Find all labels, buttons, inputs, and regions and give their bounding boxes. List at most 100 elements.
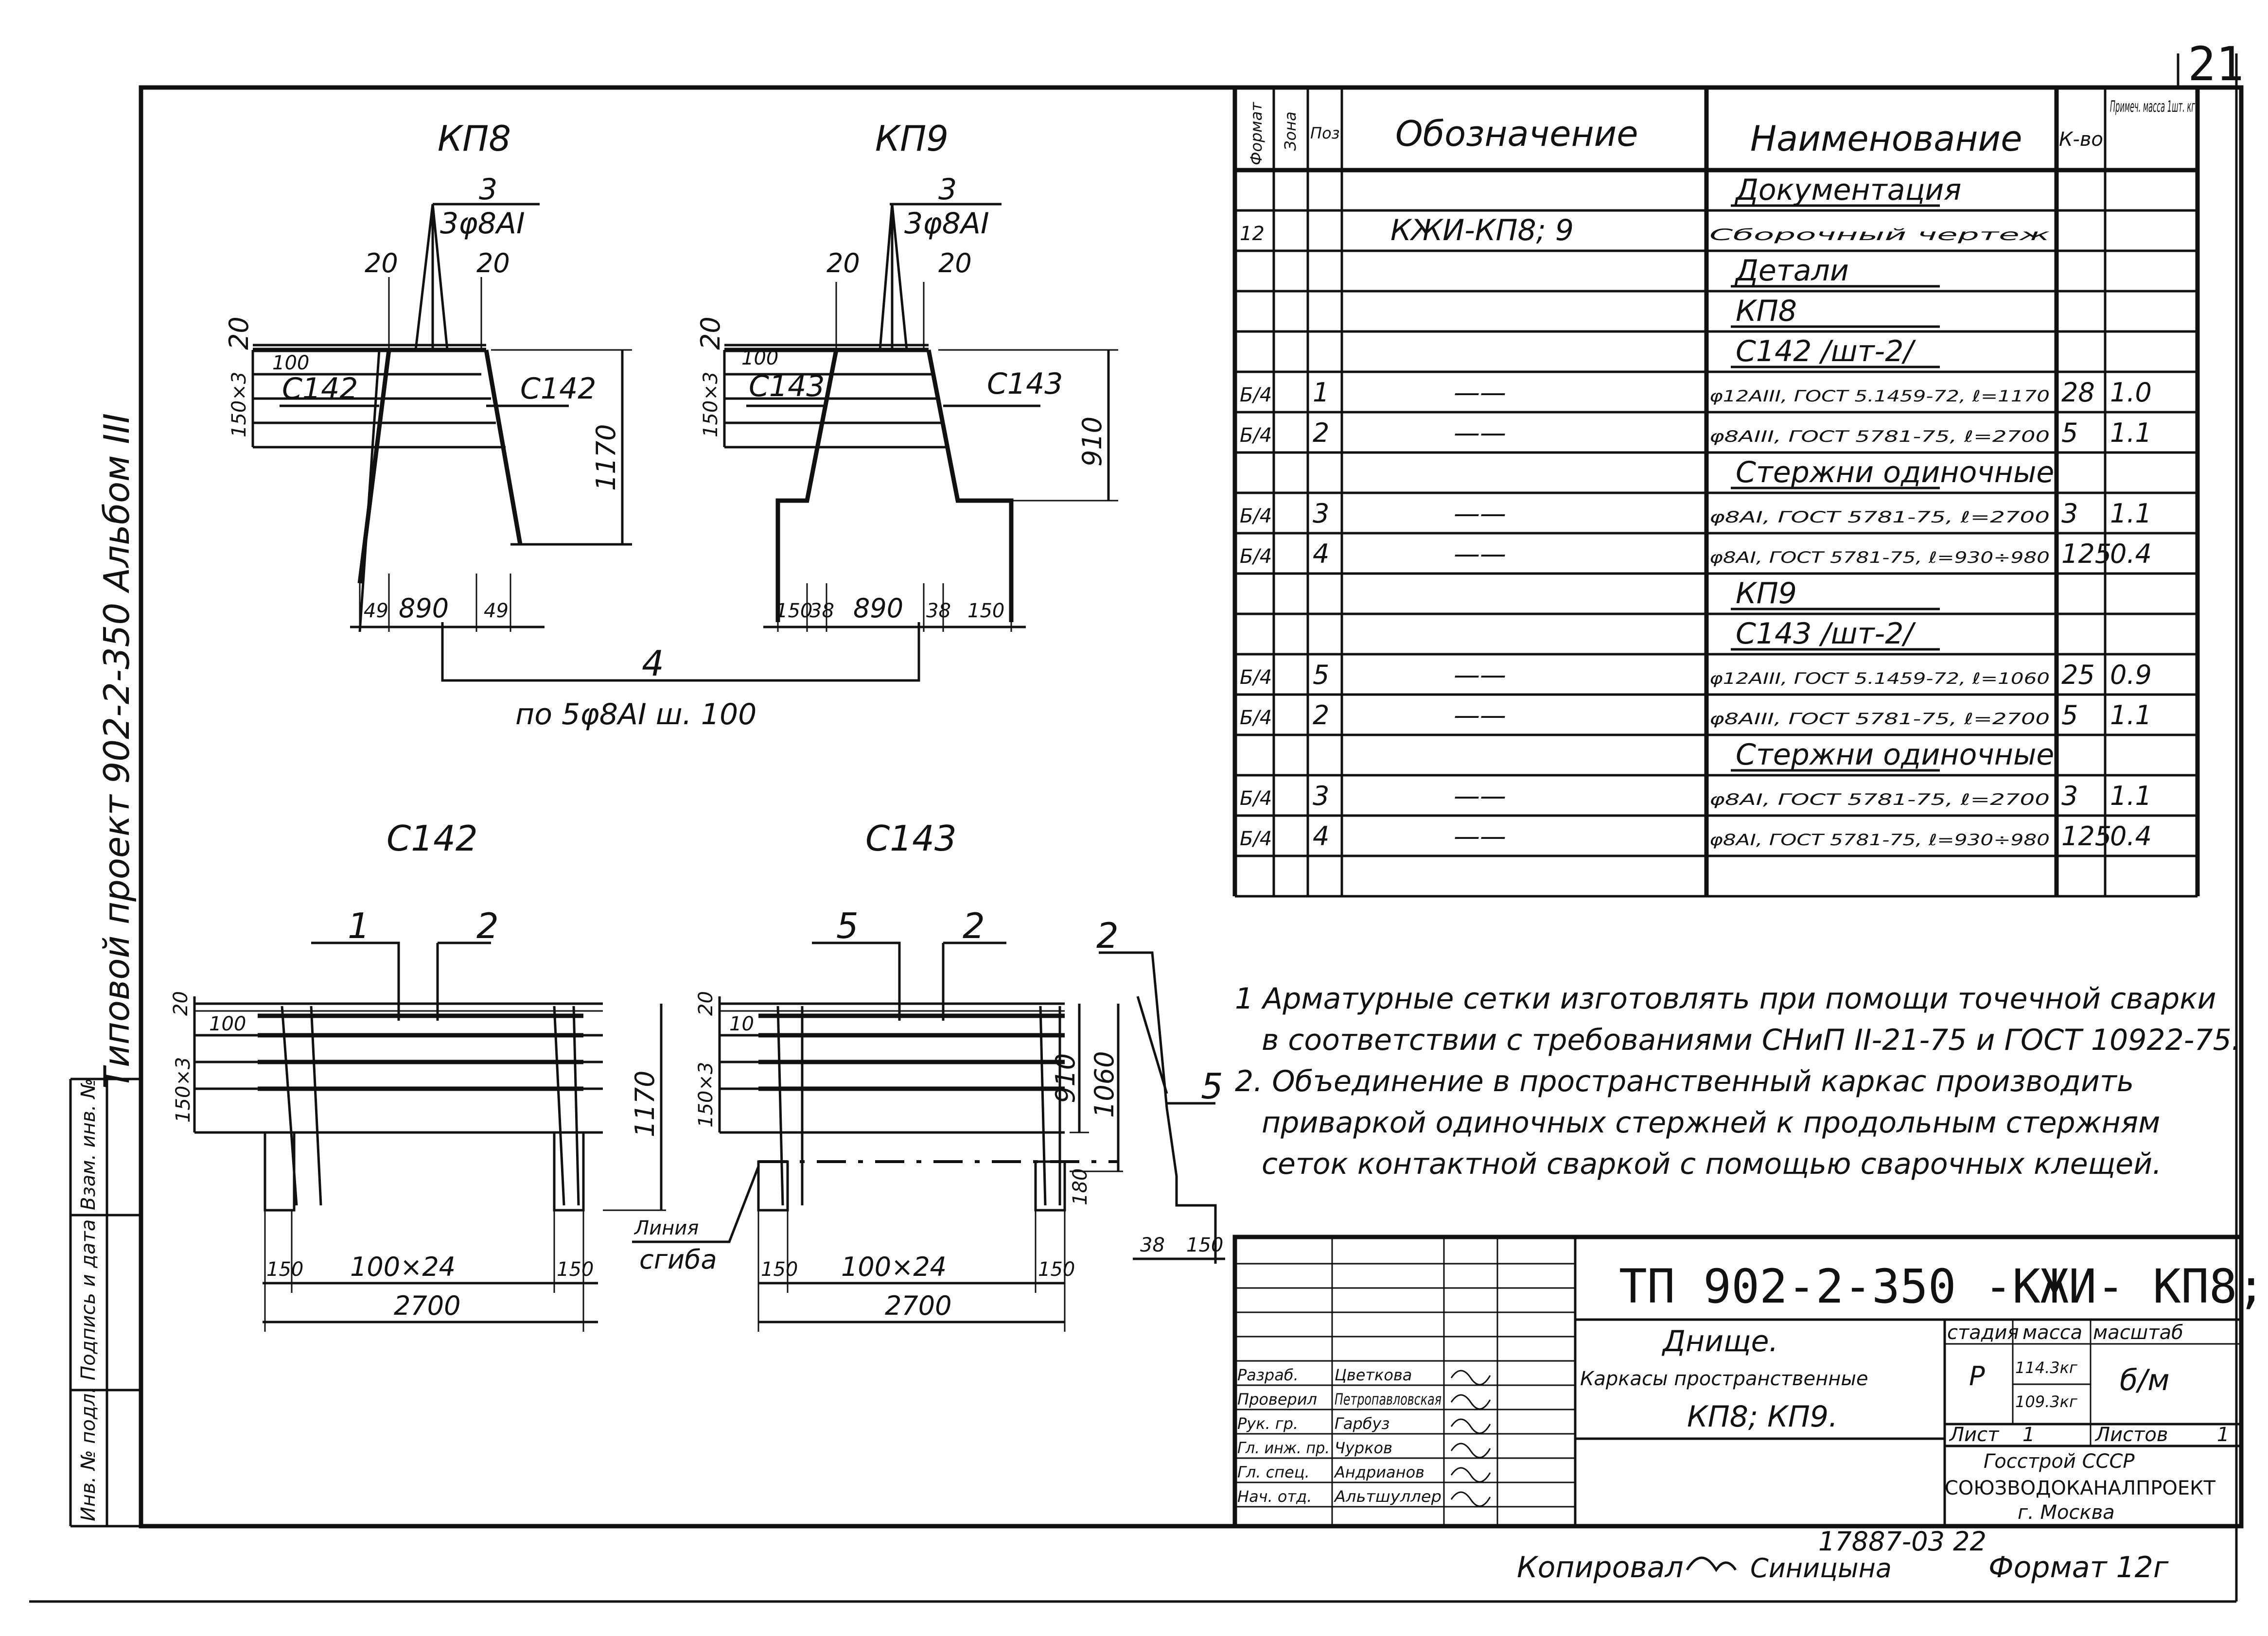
c142-dim-100: 100	[209, 1013, 246, 1035]
note-line-1: 1 Арматурные сетки изготовлять при помощ…	[1235, 982, 2216, 1016]
table-cell-name: Документация	[1734, 173, 1961, 207]
table-cell-qty: 28	[2061, 377, 2095, 408]
table-cell-designation: ——	[1454, 781, 1506, 811]
table-cell-format: Б/4	[1240, 707, 1272, 729]
table-cell-qty: 5	[2061, 418, 2078, 448]
sheet-value: 1	[2022, 1424, 2035, 1446]
title-name-1: Днище.	[1661, 1324, 1778, 1358]
mass-value-2: 109.3кг	[2015, 1392, 2077, 1411]
scale-label: масштаб	[2093, 1322, 2183, 1344]
title-name-2: Каркасы пространственные	[1580, 1368, 1868, 1390]
c143-pos5b: 5	[1201, 1066, 1223, 1107]
table-cell-note: 0.9	[2110, 660, 2152, 690]
person-name: Петропавловская	[1335, 1390, 1442, 1409]
table-cell-designation: ——	[1454, 498, 1506, 529]
person-role: Рук. гр.	[1237, 1414, 1298, 1433]
table-cell-note: 1.0	[2110, 377, 2152, 408]
table-cell-format: Б/4	[1240, 828, 1272, 850]
c142-dim-150a: 150	[266, 1258, 303, 1281]
side-stamp	[69, 1078, 141, 1528]
note-line-4: приваркой одиночных стержней к продольны…	[1262, 1106, 2160, 1140]
side-label-replace: Взам. инв. №	[77, 1078, 100, 1210]
table-cell-format: Б/4	[1240, 545, 1272, 568]
mass-value-1: 114.3кг	[2015, 1358, 2077, 1377]
table-cell-pos: 4	[1313, 539, 1329, 569]
c142-dim-100x24: 100×24	[350, 1252, 456, 1282]
table-cell-name: φ12AIII, ГОСТ 5.1459-72, ℓ=1060	[1709, 669, 2050, 688]
header-pos: Поз.	[1310, 124, 1345, 142]
kp8-pos3: 3	[479, 173, 497, 207]
table-cell-designation: ——	[1454, 377, 1506, 408]
person-role: Разраб.	[1237, 1366, 1299, 1384]
kp9-dim-890: 890	[853, 593, 903, 624]
table-cell-qty: 3	[2061, 781, 2078, 811]
table-cell-qty: 3	[2061, 498, 2078, 529]
org-line-2: СОЮЗВОДОКАНАЛПРОЕКТ	[1945, 1477, 2216, 1499]
people-list: Разраб. Цветкова Проверил Петропавловска…	[1237, 1366, 1442, 1506]
c143-dim-150b: 150	[1038, 1258, 1075, 1281]
footer-format: Формат 12г	[1988, 1550, 2169, 1584]
kp8-dim-20a: 20	[365, 248, 398, 278]
footer-copied: Копировал	[1517, 1550, 1684, 1584]
kp8-mark-left: С142	[282, 372, 358, 406]
c143-dim-150a: 150	[761, 1258, 798, 1281]
kp9-mark-right: С143	[987, 367, 1063, 401]
pos4-leader: 4 по 5φ8AI ш. 100	[441, 622, 920, 731]
mass-label: масса	[2022, 1322, 2082, 1344]
table-cell-format: 12	[1240, 223, 1265, 245]
person-role: Проверил	[1237, 1390, 1317, 1409]
copier-signature	[1686, 1556, 1737, 1572]
c142-dim-20: 20	[170, 991, 192, 1016]
table-cell-name: φ8AIII, ГОСТ 5781-75, ℓ=2700	[1709, 710, 2050, 728]
table-cell-name: Сборочный чертеж	[1709, 226, 2050, 244]
kp8-dim-49b: 49	[484, 600, 509, 622]
header-note: Примеч. масса 1шт. кг	[2110, 97, 2195, 116]
drawing-kp9: КП9 3 3φ8AI 20 20 910 20 100 150×3 С143 …	[695, 118, 1118, 632]
table-cell-designation: КЖИ-КП8; 9	[1390, 213, 1574, 247]
sheet-label: Лист	[1949, 1424, 2000, 1446]
c143-dim-180: 180	[1069, 1168, 1091, 1205]
table-cell-note: 1.1	[2110, 781, 2152, 811]
pos4-label: 4	[642, 643, 664, 684]
kp8-mark-right: С142	[520, 372, 596, 406]
table-cell-qty: 25	[2061, 660, 2095, 690]
c142-pos2: 2	[476, 905, 499, 946]
person-name: Альтшуллер	[1334, 1487, 1442, 1506]
kp8-dim-20b: 20	[476, 248, 510, 278]
scale-value: б/м	[2120, 1363, 2169, 1397]
table-cell-name: Стержни одиночные	[1736, 738, 2054, 772]
footer-copied-by: Синицына	[1750, 1553, 1892, 1584]
c143-dim-10: 10	[729, 1013, 754, 1035]
note-line-5: сеток контактной сваркой с помощью сваро…	[1262, 1147, 2162, 1181]
person-role: Гл. инж. пр.	[1237, 1439, 1330, 1457]
c142-dim-2700: 2700	[394, 1290, 460, 1321]
kp9-dim-38b: 38	[926, 600, 951, 622]
kp8-dim-20v: 20	[224, 316, 254, 350]
header-zone: Зона	[1281, 111, 1300, 151]
header-designation: Обозначение	[1395, 113, 1638, 154]
table-cell-format: Б/4	[1240, 424, 1272, 447]
header-qty: К-во	[2059, 128, 2103, 151]
drawing-c143: С143 5 2 20 10 150×3 910	[632, 818, 1225, 1332]
c143-pos2b: 2	[1096, 915, 1119, 956]
c142-title: С142	[387, 818, 478, 859]
table-cell-name: Стержни одиночные	[1736, 455, 2054, 489]
kp9-dim-150b: 150	[967, 600, 1004, 622]
c143-pos2: 2	[963, 905, 985, 946]
c143-dim-150r: 150	[1186, 1234, 1223, 1256]
note-line-3: 2. Объединение в пространственный каркас…	[1235, 1064, 2134, 1098]
table-cell-note: 1.1	[2110, 418, 2152, 448]
table-cell-pos: 4	[1313, 821, 1329, 852]
table-cell-pos: 5	[1313, 660, 1329, 690]
table-cell-name: φ8AI, ГОСТ 5781-75, ℓ=2700	[1709, 790, 2050, 809]
table-cell-qty: 125	[2061, 539, 2111, 569]
table-cell-name: Детали	[1734, 254, 1849, 288]
stage-value: Р	[1969, 1361, 1985, 1392]
kp8-dim-100: 100	[272, 352, 309, 374]
kp8-dim-1170: 1170	[591, 424, 621, 491]
kp9-dim-150x3: 150×3	[700, 372, 722, 437]
kp9-dim-150a: 150	[775, 600, 812, 622]
table-cell-pos: 2	[1313, 418, 1329, 448]
stage-label: стадия	[1947, 1322, 2019, 1344]
